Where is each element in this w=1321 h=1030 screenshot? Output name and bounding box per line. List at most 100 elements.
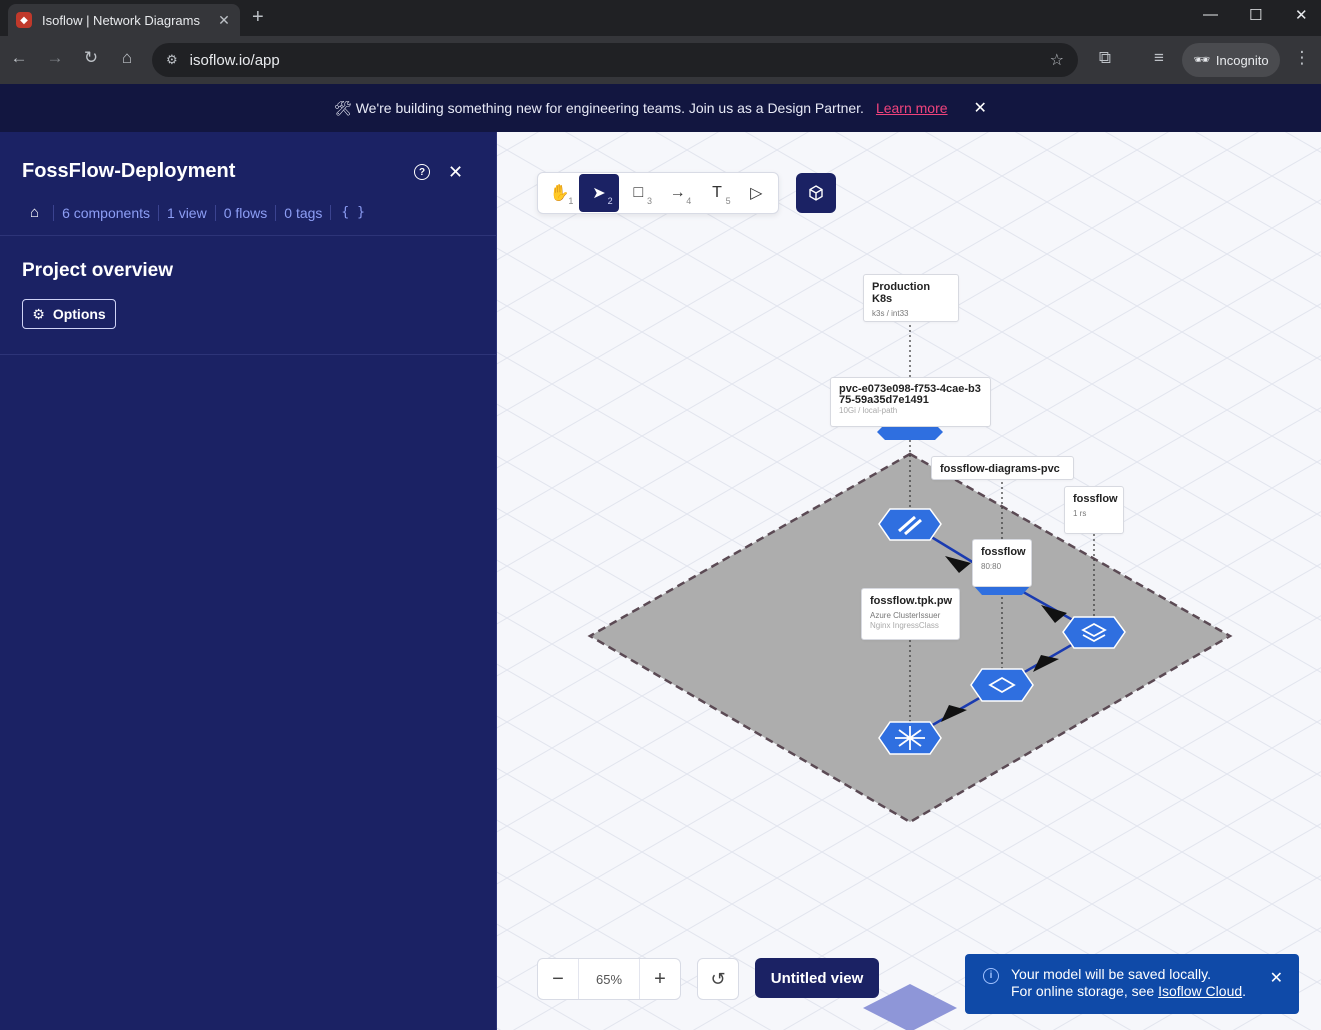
layers-icon [1081, 622, 1107, 643]
arrow-head [1041, 605, 1067, 623]
browser-menu-icon[interactable]: ⋮ [1293, 48, 1311, 67]
ingress-node[interactable] [878, 721, 942, 755]
node-label-production[interactable]: Production K8s k3s / int33 [863, 274, 959, 322]
project-title: FossFlow-Deployment [22, 160, 236, 182]
label-title: fossflow-diagrams-pvc [940, 463, 1060, 475]
replicaset-node[interactable] [1062, 616, 1126, 649]
back-icon[interactable]: ← [10, 48, 28, 67]
section-title: Project overview [22, 260, 174, 281]
tab-title: Isoflow | Network Diagrams [42, 12, 200, 28]
hand-icon: ✋ [549, 185, 570, 202]
shortcut-key: 1 [568, 196, 574, 206]
label-title: fossflow.tpk.pw [870, 595, 953, 607]
zoom-out-button[interactable]: − [552, 967, 564, 990]
forward-icon[interactable]: → [46, 48, 64, 67]
label-subtitle: k3s / int33 [872, 309, 909, 318]
divider [0, 235, 497, 236]
home-icon[interactable]: ⌂ [30, 204, 40, 221]
shortcut-key: 4 [686, 196, 692, 206]
isoflow-cloud-link[interactable]: Isoflow Cloud [1158, 983, 1243, 999]
node-label-replicaset[interactable]: fossflow 1 rs [1064, 486, 1124, 534]
node-label-pvc[interactable]: pvc-e073e098-f753-4cae-b375-59a35d7e1491… [830, 377, 991, 427]
cube-icon [809, 185, 823, 201]
close-tab-icon[interactable]: ✕ [218, 11, 230, 28]
rectangle-tool[interactable]: □3 [619, 174, 658, 212]
iso-grid [497, 132, 1321, 1030]
label-title: Production K8s [872, 281, 931, 305]
incognito-label: Incognito [1215, 52, 1269, 68]
arrow-head [941, 705, 967, 722]
json-braces-icon[interactable]: { } [330, 205, 374, 220]
node-label-pvc-name[interactable]: fossflow-diagrams-pvc [931, 456, 1074, 480]
node-label-service[interactable]: fossflow 80:80 [972, 539, 1032, 587]
toast-line1: Your model will be saved locally. [1011, 966, 1211, 982]
text-icon: T [712, 184, 722, 201]
label-subtitle: Azure ClusterIssuer [870, 611, 941, 620]
label-subtitle: 1 rs [1073, 509, 1087, 518]
components-count[interactable]: 6 components [53, 204, 158, 221]
iso-view-button[interactable] [796, 173, 836, 213]
reset-view-button[interactable]: ↺ [697, 958, 739, 1000]
options-button[interactable]: ⚙ Options [22, 299, 116, 329]
label-title: fossflow [981, 546, 1026, 558]
banner-close-icon[interactable]: ✕ [973, 100, 987, 117]
tags-count[interactable]: 0 tags [275, 204, 330, 221]
zoom-controls: − 65% + [537, 958, 681, 1000]
label-subtitle: 80:80 [981, 562, 1002, 571]
close-window-icon[interactable]: ✕ [1295, 7, 1308, 24]
pvc-node[interactable] [877, 424, 943, 440]
cursor-icon: ➤ [592, 185, 606, 202]
divider [0, 354, 497, 355]
isoflow-favicon-icon: ◆ [16, 12, 32, 28]
project-panel: FossFlow-Deployment ? ✕ ⌂ 6 components 1… [0, 132, 497, 1030]
toast-text: . [1242, 983, 1247, 999]
info-icon: i [983, 968, 999, 984]
present-tool[interactable]: ▷ [737, 174, 776, 212]
new-tab-icon[interactable]: + [252, 6, 264, 28]
maximize-icon[interactable]: ☐ [1249, 7, 1263, 24]
site-info-icon[interactable]: ⚙ [166, 52, 178, 67]
volume-icon [898, 515, 922, 536]
announcement-banner: 🛠 We're building something new for engin… [0, 84, 1321, 132]
view-name-button[interactable]: Untitled view [755, 958, 879, 998]
node-label-ingress[interactable]: fossflow.tpk.pw Azure ClusterIssuer Ngin… [861, 588, 960, 640]
arrow-head [1033, 655, 1059, 672]
incognito-badge[interactable]: 🕶 Incognito [1182, 43, 1280, 77]
minimize-icon[interactable]: — [1203, 6, 1218, 23]
bookmark-star-icon[interactable]: ☆ [1049, 52, 1064, 69]
connector-tool[interactable]: →4 [658, 174, 697, 212]
toast-line2: For online storage, see Isoflow Cloud. [1011, 983, 1283, 1000]
project-stats: ⌂ 6 components 1 view 0 flows 0 tags { } [30, 204, 375, 221]
toast-text: For online storage, see [1011, 983, 1159, 999]
options-label: Options [52, 306, 106, 322]
storage-node[interactable] [878, 508, 942, 541]
learn-more-link[interactable]: Learn more [875, 100, 948, 116]
zoom-in-button[interactable]: + [654, 967, 666, 990]
panel-close-icon[interactable]: ✕ [448, 162, 464, 182]
square-icon: □ [633, 184, 644, 201]
shortcut-key: 5 [725, 196, 731, 206]
diagram-canvas[interactable]: Production K8s k3s / int33 pvc-e073e098-… [497, 132, 1321, 1030]
zone-preview [863, 984, 957, 1030]
shortcut-key: 2 [607, 196, 613, 206]
reading-list-icon[interactable]: ≡ [1154, 48, 1164, 67]
network-icon [988, 676, 1016, 694]
toast-close-icon[interactable]: ✕ [1269, 970, 1283, 987]
deployment-node[interactable] [970, 668, 1034, 702]
pan-tool[interactable]: ✋1 [540, 174, 579, 212]
label-subtitle-2: Nginx IngressClass [870, 621, 939, 630]
lens-search-icon[interactable]: ⧉ [1098, 48, 1112, 67]
label-title: fossflow [1073, 493, 1118, 505]
address-bar[interactable]: ⚙ isoflow.io/app ☆ [152, 43, 1078, 77]
undo-icon: ↺ [710, 968, 726, 989]
help-icon[interactable]: ? [414, 164, 430, 180]
browser-tab[interactable]: ◆ Isoflow | Network Diagrams ✕ [8, 4, 240, 36]
flows-count[interactable]: 0 flows [214, 204, 276, 221]
reload-icon[interactable]: ↻ [83, 48, 99, 67]
select-tool[interactable]: ➤2 [579, 174, 619, 212]
arrow-head [945, 556, 971, 573]
home-icon[interactable]: ⌂ [121, 48, 133, 67]
views-count[interactable]: 1 view [158, 204, 215, 221]
